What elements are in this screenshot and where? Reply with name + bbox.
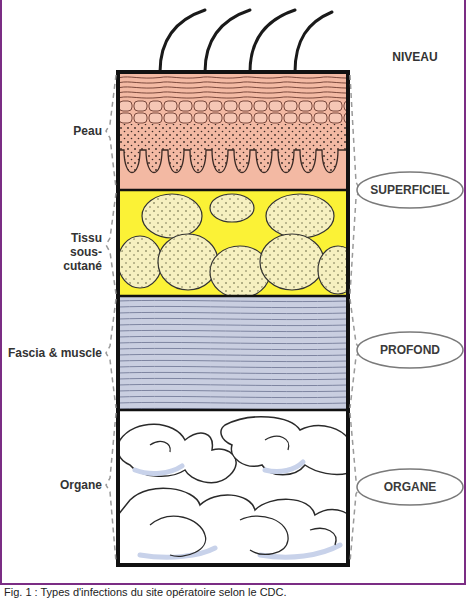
level-ellipse: ORGANE <box>356 468 464 506</box>
figure-caption: Fig. 1 : Types d'infections du site opér… <box>4 586 287 599</box>
frame-line <box>0 0 2 584</box>
hair-strands <box>160 10 332 72</box>
frame-line <box>0 583 466 585</box>
level-name: ORGANE <box>384 480 437 494</box>
column-heading: NIVEAU <box>372 50 458 64</box>
layer-separators <box>118 190 348 410</box>
column-border <box>118 72 348 565</box>
ellipse-shape <box>357 172 463 208</box>
ellipse-shape <box>357 332 463 368</box>
ellipse-shape <box>357 469 463 505</box>
level-ellipse: SUPERFICIEL <box>356 171 464 209</box>
subcutaneous-layer <box>118 190 348 298</box>
frame-line <box>464 0 466 584</box>
organ-layer <box>118 410 348 565</box>
level-name: PROFOND <box>380 343 440 357</box>
muscle-layer <box>118 296 348 410</box>
level-ellipse: PROFOND <box>356 331 464 369</box>
layer-label: Peau <box>40 124 102 138</box>
skin-layer <box>118 72 348 190</box>
layer-label: Tissu sous-cutané <box>36 231 102 273</box>
layer-label: Organe <box>40 478 102 492</box>
layer-label: Fascia & muscle <box>4 346 102 360</box>
level-name: SUPERFICIEL <box>370 183 449 197</box>
bracket <box>106 75 116 562</box>
